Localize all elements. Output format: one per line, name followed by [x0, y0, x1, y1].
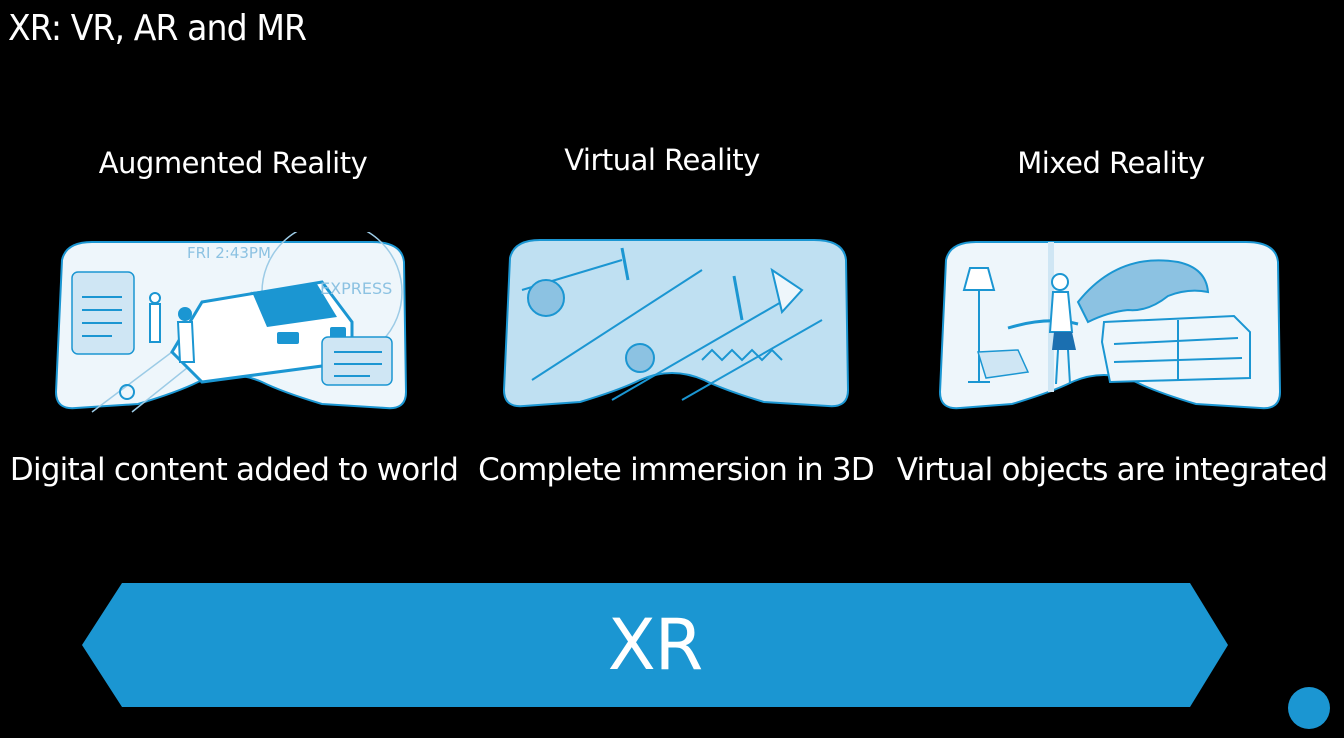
caption-mixed-reality: Virtual objects are integrated	[896, 452, 1328, 488]
caption-virtual-reality: Complete immersion in 3D	[478, 452, 875, 488]
vr-goggle-illustration	[502, 239, 850, 408]
slide-title: XR: VR, AR and MR	[8, 8, 307, 49]
xr-banner-label: XR	[607, 604, 704, 686]
heading-mixed-reality: Mixed Reality	[1017, 146, 1205, 180]
heading-virtual-reality: Virtual Reality	[564, 143, 760, 177]
hp-logo	[1288, 687, 1330, 729]
caption-augmented-reality: Digital content added to world	[9, 452, 459, 488]
ar-hud-time: FRI 2:43PM	[187, 244, 271, 262]
ar-goggle-illustration: FRI 2:43PM EXPRESS	[54, 232, 408, 413]
mr-goggle-illustration	[938, 241, 1282, 410]
xr-banner-shape	[82, 583, 1228, 707]
heading-augmented-reality: Augmented Reality	[98, 146, 368, 180]
ar-train-sign: EXPRESS	[320, 279, 392, 298]
